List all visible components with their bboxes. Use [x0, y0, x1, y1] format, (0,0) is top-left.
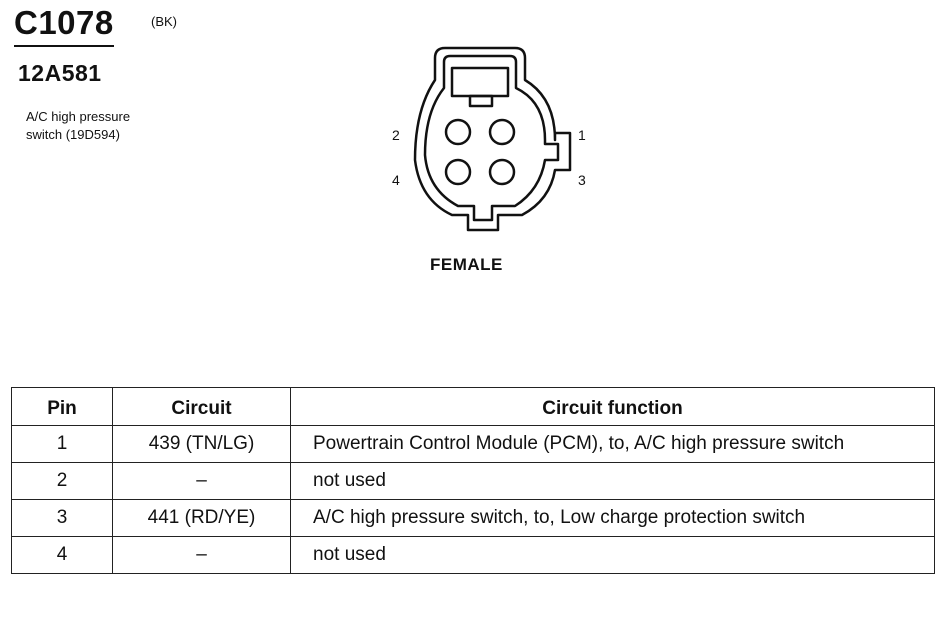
color-code: (BK)	[151, 14, 177, 29]
locking-tab	[450, 66, 510, 98]
pin-cavity-4	[444, 158, 472, 186]
cell-pin: 2	[11, 462, 113, 500]
table-row: 1 439 (TN/LG) Powertrain Control Module …	[11, 425, 935, 463]
table-row: 3 441 (RD/YE) A/C high pressure switch, …	[11, 499, 935, 537]
cell-circuit: –	[112, 536, 291, 574]
header-pin: Pin	[11, 387, 113, 426]
pin-label-1: 1	[578, 127, 586, 143]
part-number: 12A581	[18, 60, 102, 86]
pin-cavity-1	[488, 118, 516, 146]
pin-cavity-2	[444, 118, 472, 146]
connector-housing-outer	[413, 46, 572, 232]
description-line-1: A/C high pressure	[26, 109, 131, 124]
pin-label-4: 4	[392, 172, 400, 188]
cell-circuit: 441 (RD/YE)	[112, 499, 291, 537]
cell-function: not used	[290, 536, 935, 574]
pin-label-3: 3	[578, 172, 586, 188]
locking-tab-key	[468, 94, 494, 108]
connector-description: A/C high pressure switch (19D594)	[26, 108, 226, 144]
table-row: 2 – not used	[11, 462, 935, 500]
table-row: 4 – not used	[11, 536, 935, 574]
pin-label-2: 2	[392, 127, 400, 143]
connector-face-label: FEMALE	[430, 255, 503, 274]
cell-circuit: –	[112, 462, 291, 500]
header-circuit: Circuit	[112, 387, 291, 426]
cell-pin: 1	[11, 425, 113, 463]
connector-face-diagram	[413, 46, 572, 232]
table-header-row: Pin Circuit Circuit function	[11, 387, 935, 426]
cell-pin: 4	[11, 536, 113, 574]
description-line-2: switch (19D594)	[26, 127, 120, 142]
cell-function: Powertrain Control Module (PCM), to, A/C…	[290, 425, 935, 463]
cell-function: not used	[290, 462, 935, 500]
pin-table: Pin Circuit Circuit function 1 439 (TN/L…	[11, 387, 935, 574]
connector-id: C1078	[14, 4, 114, 47]
connector-housing-inner	[423, 54, 560, 222]
header-circuit-function: Circuit function	[290, 387, 935, 426]
cell-function: A/C high pressure switch, to, Low charge…	[290, 499, 935, 537]
cell-circuit: 439 (TN/LG)	[112, 425, 291, 463]
pin-cavity-3	[488, 158, 516, 186]
cell-pin: 3	[11, 499, 113, 537]
